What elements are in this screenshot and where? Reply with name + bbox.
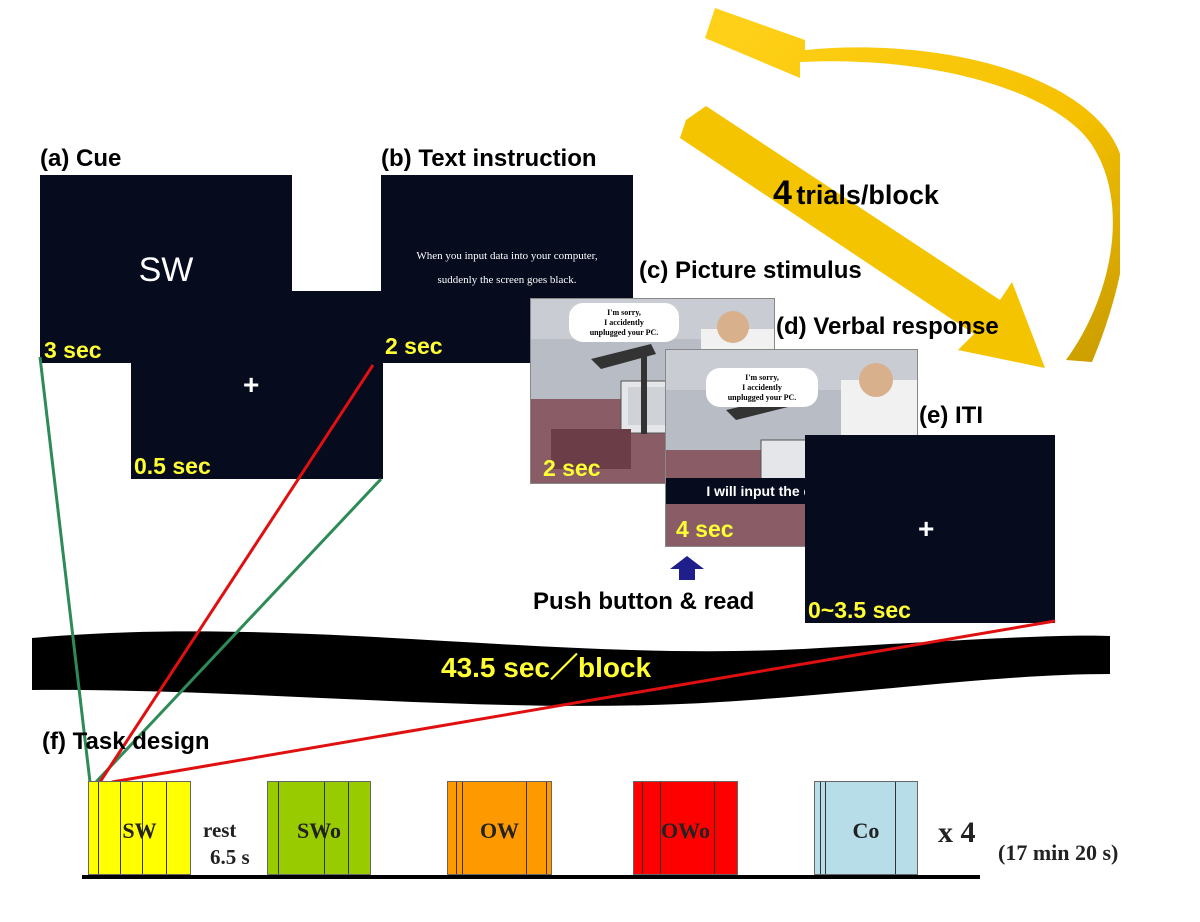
task-block-sw-label: SW [122,818,157,843]
task-block-swo: SWo [267,781,371,875]
task-block-sw: SW [88,781,191,875]
picture-speech-bubble: I'm sorry, I accidently unplugged your P… [569,303,679,342]
total-duration: (17 min 20 s) [998,840,1119,865]
green-connector-right [94,477,383,784]
loop-arrow [680,8,1120,368]
verbal-bubble-line-1: I'm sorry, [745,373,779,382]
cue-text: SW [138,251,194,289]
green-connector-left [38,356,92,783]
instruction-line-1: When you input data into your computer, [416,250,598,262]
fixation-time: 0.5 sec [134,453,211,479]
picture-title: (c) Picture stimulus [639,257,862,284]
verbal-speech-bubble: I'm sorry, I accidently unplugged your P… [706,368,818,407]
red-connector-right [111,619,1056,784]
task-block-owo: OWo [633,781,738,875]
push-arrow-icon [670,556,704,580]
verbal-bubble-line-2: I accidently [742,383,782,392]
block-banner [32,631,1110,706]
picture-bubble-line-1: I'm sorry, [607,308,641,317]
iti-cross: + [918,513,935,544]
text-instruction-title: (b) Text instruction [381,145,597,172]
cue-title: (a) Cue [40,145,122,172]
task-block-co: Co [814,781,918,875]
block-duration-label: 43.5 sec／block [441,652,652,683]
red-connector-left [98,364,375,783]
task-block-swo-label: SWo [296,818,342,843]
timeline-axis [82,875,980,879]
cue-time: 3 sec [44,337,102,363]
task-block-owo-label: OWo [661,818,710,843]
verbal-bubble-line-3: unplugged your PC. [727,393,797,402]
repeat-label: x 4 [938,816,976,849]
task-block-ow-label: OW [479,818,520,843]
task-block-ow-fill [448,782,551,874]
picture-bubble-line-3: unplugged your PC. [589,328,659,337]
push-button-label: Push button & read [533,588,755,615]
task-block-co-fill [815,782,917,874]
iti-panel: + 0~3.5 sec [805,435,1055,623]
task-block-ow: OW [447,781,552,875]
fixation-panel: + 0.5 sec [131,291,383,479]
instruction-line-2: suddenly the screen goes black. [437,274,577,286]
picture-time: 2 sec [543,455,601,481]
text-instruction-time: 2 sec [385,333,443,359]
loop-label: 4 trials/block [773,174,939,213]
iti-title: (e) ITI [919,402,983,429]
verbal-time: 4 sec [676,516,734,542]
iti-time: 0~3.5 sec [808,597,911,623]
task-design-title: (f) Task design [42,728,210,755]
loop-arrow-curve [705,8,1120,362]
rest-time: 6.5 s [210,845,250,869]
loop-arrow-straight [680,106,1045,368]
task-block-swo-fill [268,782,370,874]
loop-count: 4 [773,174,792,212]
verbal-title: (d) Verbal response [776,313,999,340]
task-block-sw-fill [89,782,190,874]
loop-text: trials/block [796,180,939,210]
task-block-co-label: Co [852,818,880,843]
task-block-owo-fill [634,782,737,874]
fixation-cross: + [243,369,260,400]
rest-label: rest [203,818,237,842]
picture-bubble-line-2: I accidently [604,318,644,327]
